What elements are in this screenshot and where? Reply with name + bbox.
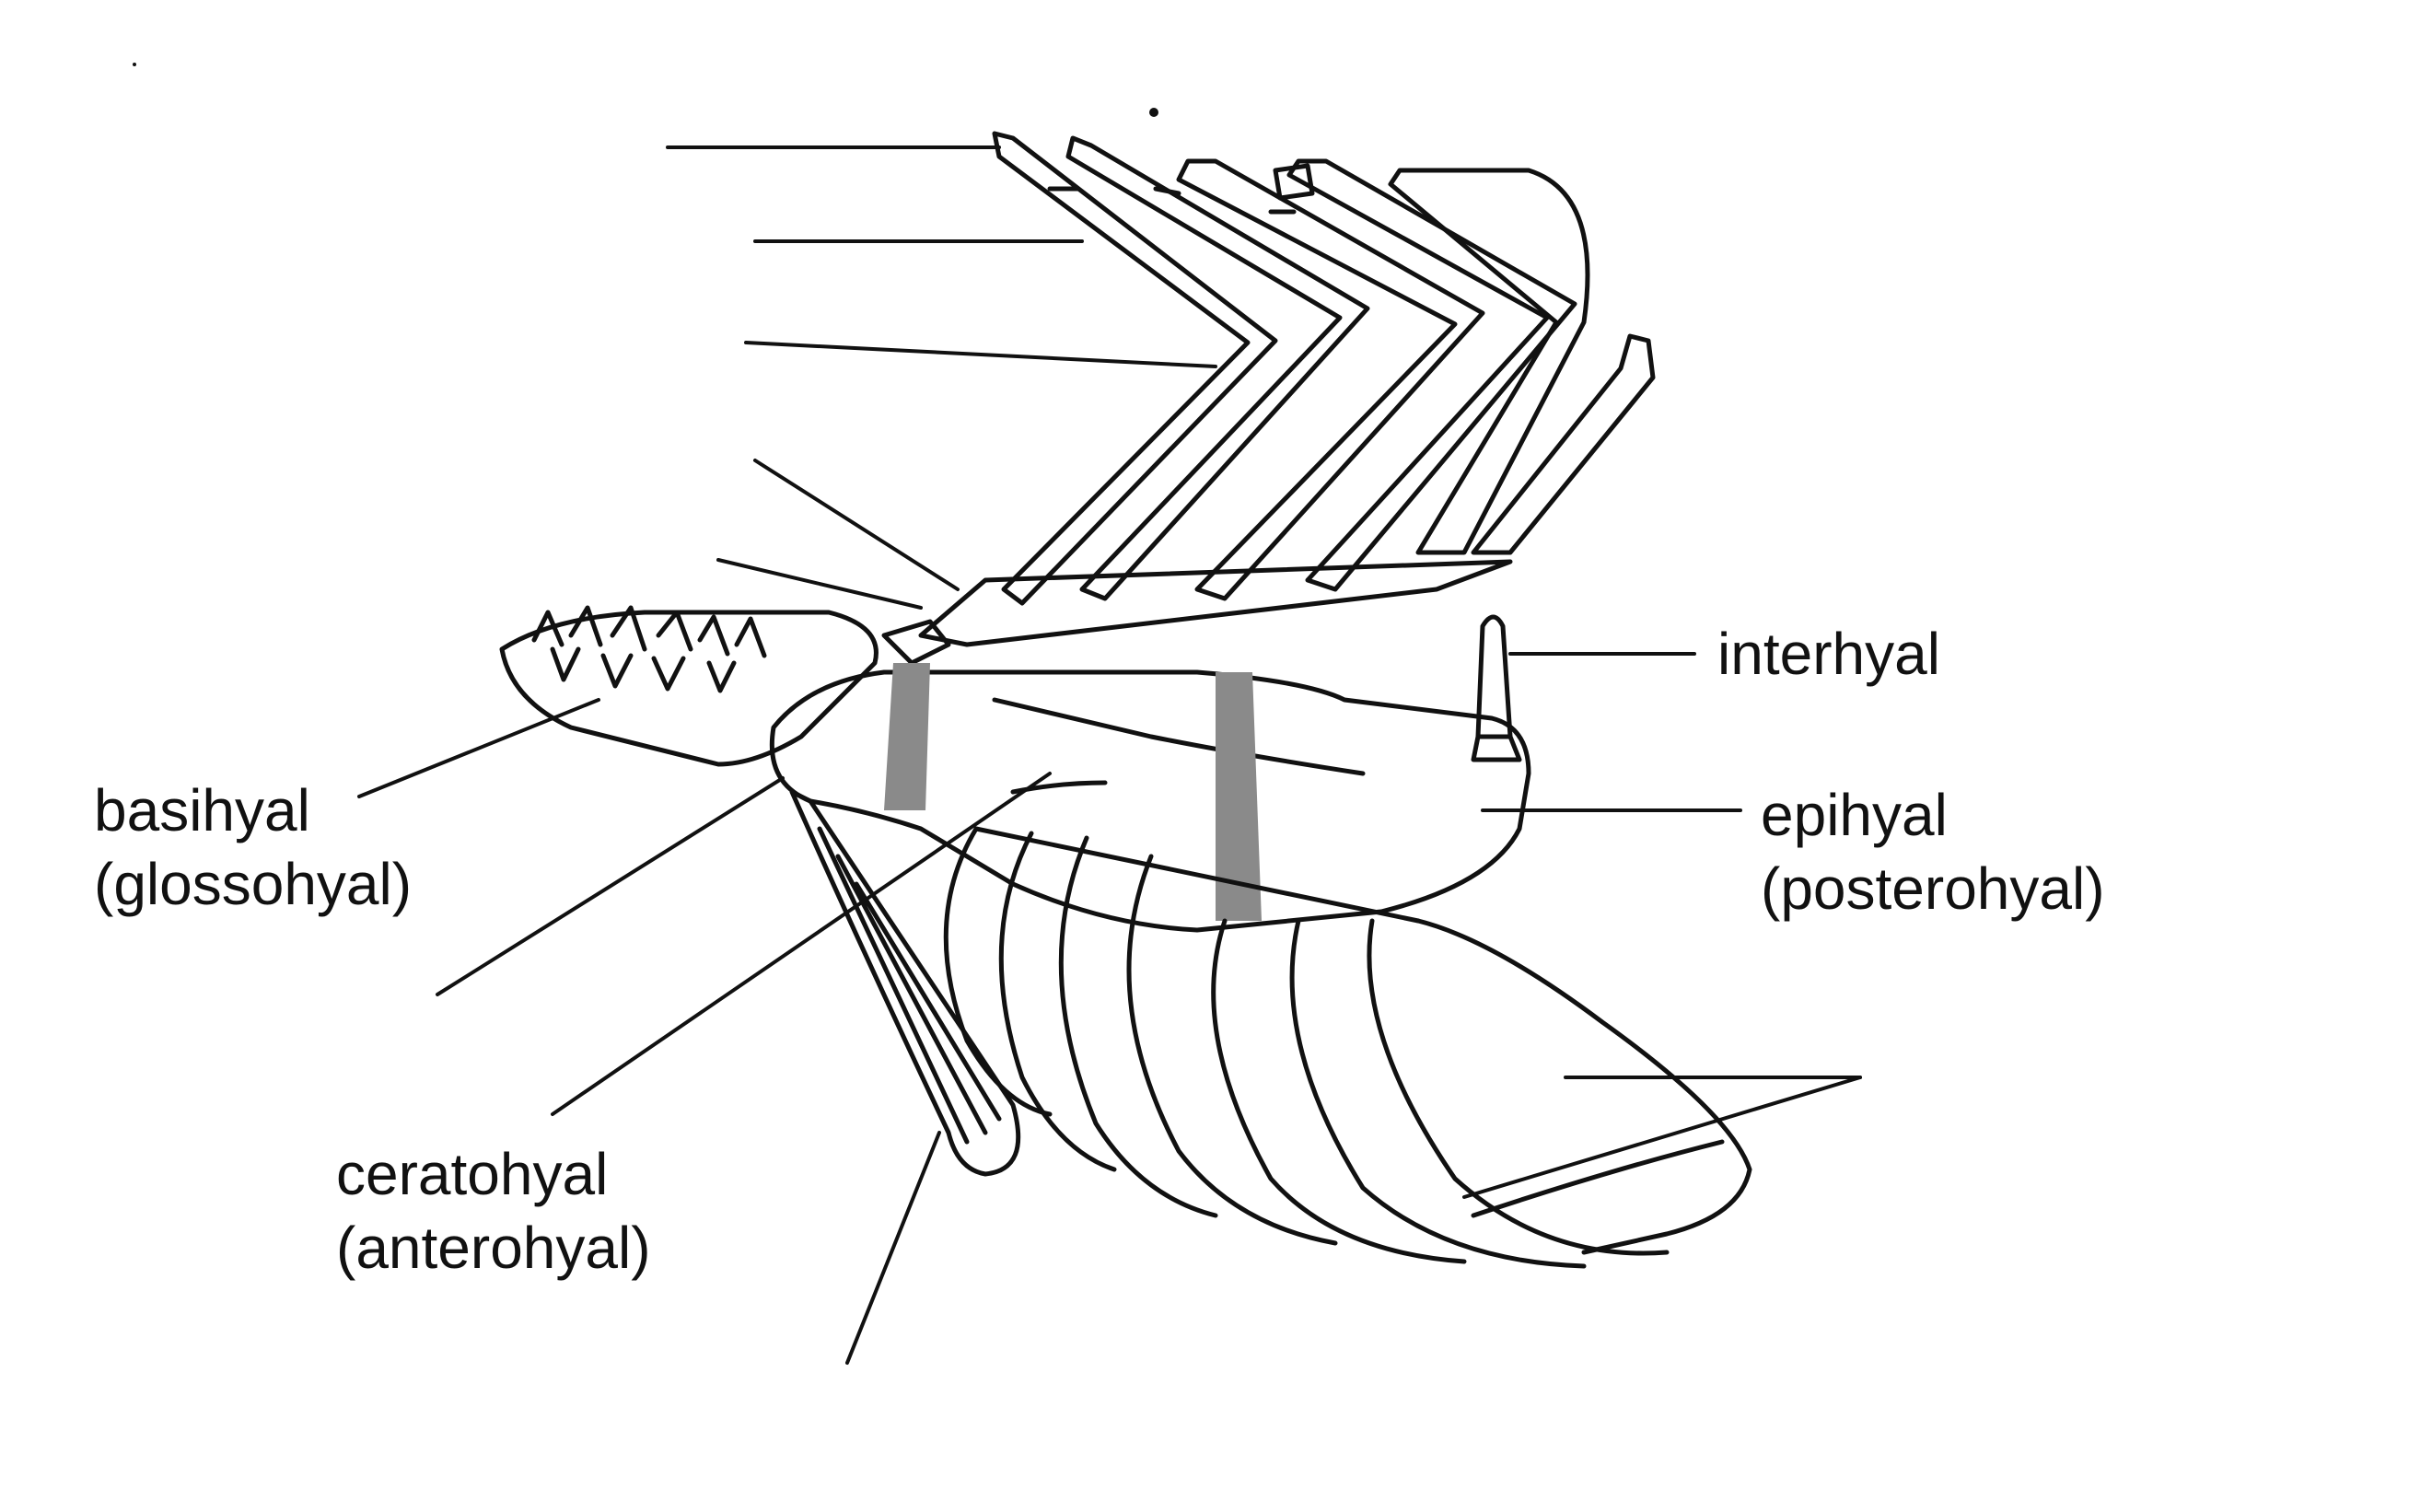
cartilage-bands bbox=[884, 663, 1262, 921]
upper-leader-4 bbox=[753, 459, 960, 591]
label-ceratohyal: ceratohyal (anterohyal) bbox=[336, 1137, 651, 1285]
ceratohyal-leader bbox=[551, 772, 1052, 1116]
hypobranchials bbox=[881, 559, 1513, 666]
scan-specks bbox=[133, 63, 1158, 117]
label-epihyal: epihyal (posterohyal) bbox=[1761, 778, 2105, 925]
label-interhyal: interhyal bbox=[1717, 617, 1940, 691]
basihyal-name: basihyal bbox=[94, 777, 310, 843]
upper-leader-5 bbox=[716, 558, 923, 610]
label-basihyal: basihyal (glossohyal) bbox=[94, 773, 412, 921]
interhyal-text: interhyal bbox=[1717, 621, 1940, 687]
interhyal-bone bbox=[1471, 614, 1522, 762]
basihyal-synonym: (glossohyal) bbox=[94, 851, 413, 917]
upper-leader-3 bbox=[744, 341, 1217, 368]
lower-unlabeled-leader bbox=[436, 776, 785, 996]
epihyal-synonym: (posterohyal) bbox=[1761, 855, 2105, 922]
urohyal-bone bbox=[789, 789, 1021, 1177]
epihyal-name: epihyal bbox=[1761, 782, 1948, 848]
urohyal-leader bbox=[845, 1131, 941, 1365]
ceratohyal-synonym: (anterohyal) bbox=[336, 1215, 651, 1281]
ceratohyal-name: ceratohyal bbox=[336, 1141, 609, 1207]
upper-gill-arches bbox=[992, 131, 1656, 606]
branchiostegal-rays bbox=[943, 826, 1752, 1269]
basihyal-leader bbox=[357, 698, 600, 798]
leader-lines bbox=[357, 145, 1862, 1365]
branchiostegal-leader-b bbox=[1462, 1076, 1862, 1199]
basihyal-bone bbox=[499, 605, 879, 767]
